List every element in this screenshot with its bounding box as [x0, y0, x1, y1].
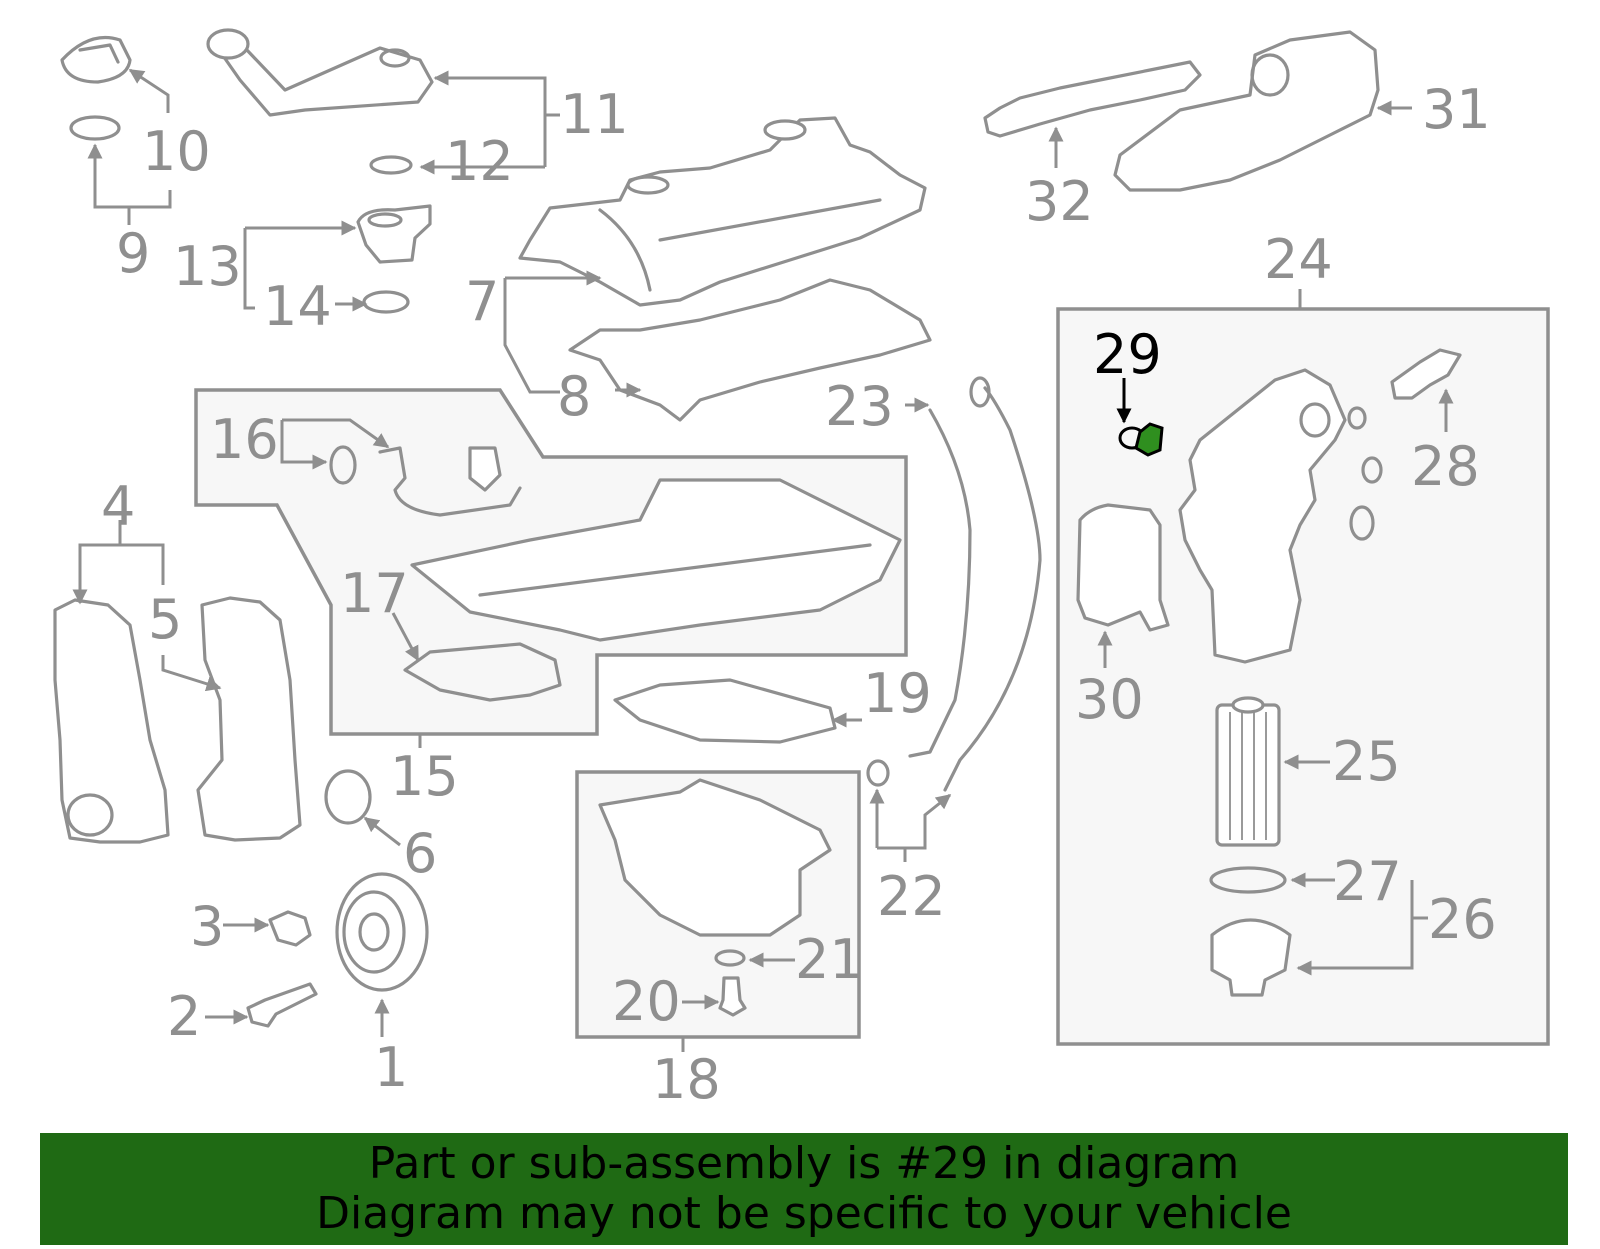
part-19-gasket	[613, 678, 837, 744]
o-ring-b	[1361, 456, 1383, 484]
callout-numbers: 1 2 3 4 5 6 7 8 9 10 11 12 13 14 15 16 1…	[101, 78, 1497, 1111]
part-21-washer	[714, 949, 746, 967]
callout-11: 11	[560, 83, 629, 146]
o-ring-a	[1347, 406, 1367, 430]
callout-4: 4	[101, 475, 135, 538]
part-10-oil-cap	[60, 35, 132, 141]
callout-30: 30	[1075, 668, 1144, 731]
callout-8: 8	[557, 365, 591, 428]
callout-20: 20	[612, 970, 681, 1033]
callout-25: 25	[1332, 730, 1401, 793]
part-5-timing-gasket	[196, 596, 302, 842]
callout-17: 17	[340, 562, 409, 625]
part-27-o-ring	[1209, 866, 1287, 894]
parts-diagram: 1 2 3 4 5 6 7 8 9 10 11 12 13 14 15 16 1…	[53, 28, 1550, 1111]
part-7-valve-cover	[518, 116, 927, 307]
callout-10: 10	[142, 120, 211, 183]
banner-line-part-number: Part or sub-assembly is #29 in diagram	[368, 1138, 1240, 1189]
part-25-filter-element	[1215, 696, 1281, 847]
timing-cover-seal-bore	[66, 793, 114, 837]
housing-port	[1299, 402, 1331, 438]
callout-6: 6	[403, 822, 437, 885]
callout-3: 3	[190, 895, 224, 958]
leader-lines	[72, 68, 1454, 1052]
part-32-intake-gasket	[983, 60, 1202, 138]
callout-14: 14	[263, 275, 332, 338]
part-13-breather	[356, 204, 432, 264]
part-14-o-ring	[362, 290, 410, 314]
callout-26: 26	[1428, 888, 1497, 951]
callout-28: 28	[1411, 435, 1480, 498]
oil-pan-flange	[478, 543, 872, 597]
callout-2: 2	[167, 985, 201, 1048]
part-29-highlighted	[1118, 422, 1164, 457]
info-banner: Part or sub-assembly is #29 in diagram D…	[40, 1133, 1568, 1245]
part-17-gasket	[403, 642, 562, 702]
part-11-filler-tube	[206, 28, 434, 117]
callout-7: 7	[465, 270, 499, 333]
part-15-upper-oil-pan	[410, 478, 902, 642]
callout-1: 1	[374, 1036, 408, 1099]
part-30-oil-cooler	[1076, 503, 1170, 632]
banner-line-disclaimer: Diagram may not be specific to your vehi…	[316, 1188, 1292, 1239]
part-12-seal	[369, 155, 413, 175]
part-1-pulley	[335, 872, 429, 992]
callout-12: 12	[445, 130, 514, 193]
part-16-sensor	[329, 445, 522, 517]
callout-13: 13	[173, 235, 242, 298]
callout-15: 15	[390, 745, 459, 808]
part-3-bolt	[268, 910, 312, 947]
callout-27: 27	[1333, 850, 1402, 913]
part-23-dipstick	[908, 408, 972, 758]
part-18-lower-oil-pan	[598, 778, 832, 937]
part-2-bolt	[246, 982, 318, 1028]
dipstick-handle	[969, 376, 991, 408]
callout-19: 19	[863, 662, 932, 725]
part-22-seal	[866, 759, 890, 787]
callout-29-highlighted: 29	[1093, 323, 1162, 386]
callout-24: 24	[1264, 228, 1333, 291]
callout-31: 31	[1422, 78, 1491, 141]
part-31-intake-manifold	[1113, 30, 1380, 192]
part-20-drain-plug	[718, 976, 747, 1017]
throttle-port	[1250, 53, 1290, 97]
callout-21: 21	[795, 928, 864, 991]
callout-22: 22	[877, 865, 946, 928]
callout-16: 16	[210, 408, 279, 471]
callout-9: 9	[116, 222, 150, 285]
part-28-sensor	[1390, 348, 1462, 400]
part-4-timing-cover	[53, 598, 170, 844]
part-8-valve-cover-gasket	[568, 278, 932, 422]
callout-5: 5	[148, 588, 182, 651]
callout-18: 18	[652, 1048, 721, 1111]
part-26-filter-cap	[1210, 918, 1292, 997]
o-ring-c	[1349, 505, 1375, 541]
part-22-dipstick-tube	[943, 386, 1042, 792]
callout-32: 32	[1025, 170, 1094, 233]
part-24-oil-filter-housing	[1178, 368, 1347, 664]
part-6-seal	[324, 769, 372, 825]
callout-23: 23	[825, 375, 894, 438]
